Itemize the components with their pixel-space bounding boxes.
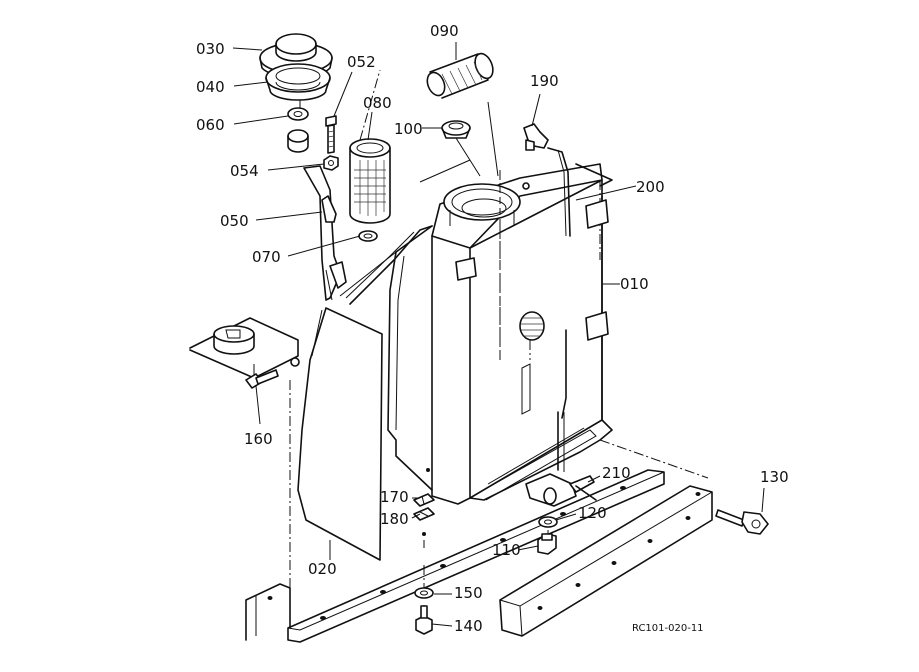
callout-010: 010 <box>620 275 649 293</box>
fuel-hose-feed <box>349 225 433 305</box>
frame-rail-right <box>499 485 713 637</box>
plug-110 <box>537 533 557 555</box>
filler-collar <box>287 129 309 153</box>
tank-strainer <box>426 52 494 99</box>
callout-060: 060 <box>196 116 225 134</box>
callout-200: 200 <box>636 178 665 196</box>
screw-170-180 <box>422 532 426 536</box>
callout-210: 210 <box>602 464 631 482</box>
callout-080: 080 <box>363 94 392 112</box>
drawing-code: RC101-020-11 <box>632 623 704 634</box>
bolt-140 <box>415 605 433 635</box>
washer-120 <box>538 516 558 528</box>
callout-180: 180 <box>380 510 409 528</box>
washer-170 <box>413 493 435 507</box>
callout-110: 110 <box>492 541 521 559</box>
callout-170: 170 <box>380 488 409 506</box>
callout-070: 070 <box>252 248 281 266</box>
nut-054 <box>323 155 339 171</box>
bolt-130 <box>715 509 769 535</box>
callout-140: 140 <box>454 617 483 635</box>
filter-bracket <box>303 165 347 301</box>
washer-150 <box>414 587 434 599</box>
callout-150: 150 <box>454 584 483 602</box>
callout-190: 190 <box>530 72 559 90</box>
callout-020: 020 <box>308 560 337 578</box>
callout-030: 030 <box>196 40 225 58</box>
filler-strainer <box>265 63 331 101</box>
callout-050: 050 <box>220 212 249 230</box>
grommet-100 <box>441 120 471 139</box>
callout-130: 130 <box>760 468 789 486</box>
frame-lower-left <box>245 583 291 641</box>
callout-054: 054 <box>230 162 259 180</box>
callout-090: 090 <box>430 22 459 40</box>
o-ring-070 <box>358 230 378 242</box>
elbow-fitting-190 <box>523 123 549 151</box>
fuel-tank <box>387 163 613 505</box>
spring-washer-180 <box>413 507 435 521</box>
callout-040: 040 <box>196 78 225 96</box>
callout-160: 160 <box>244 430 273 448</box>
fuel-cock-210 <box>525 473 597 507</box>
fuel-hose-return <box>547 147 571 237</box>
callout-052: 052 <box>347 53 376 71</box>
side-cover-plate <box>297 307 383 561</box>
frame-bracket-upper-left <box>189 317 300 379</box>
bolt-160 <box>245 369 279 389</box>
fuel-filter-element <box>349 138 391 224</box>
callout-120: 120 <box>578 504 607 522</box>
callout-100: 100 <box>394 120 423 138</box>
leader-lines <box>232 42 765 627</box>
packing-ring <box>287 107 309 121</box>
bolt-052 <box>325 115 337 154</box>
